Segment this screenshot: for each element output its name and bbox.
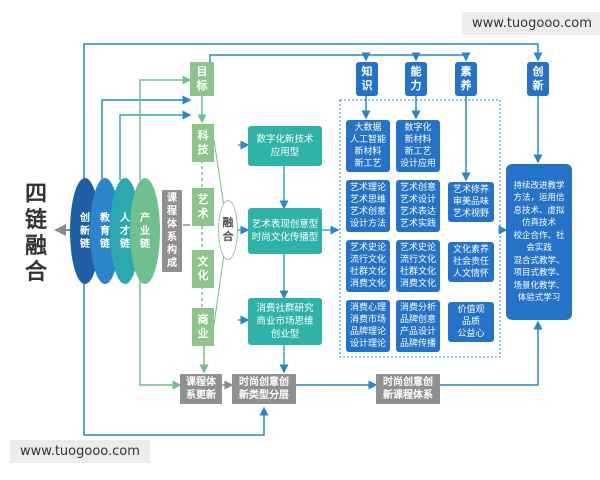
- watermark-top: www.tuogooo.com: [462, 12, 600, 35]
- course-system-update: 课程体 系更新: [180, 374, 222, 404]
- grid-knowledge-culture: 艺术史论 流行文化 社群文化 消费文化: [346, 240, 390, 292]
- fusion-node: 融 合: [218, 200, 238, 260]
- grid-ability-business: 消费分析 品牌创意 产品设计 品牌传播: [396, 300, 440, 352]
- grid-ability-tech: 数字化 新材料 新工艺 设计应用: [396, 120, 440, 172]
- grid-literacy-business: 价值观 品质 公益心: [448, 302, 494, 342]
- grid-literacy-art: 艺术修养 审美品味 艺术视野: [448, 182, 494, 222]
- header-literacy: 素 养: [455, 62, 477, 96]
- innovation-type-layering: 时尚创意创 新类型分层: [232, 374, 296, 404]
- subject-business: 商 业: [192, 308, 214, 346]
- subject-art: 艺 术: [192, 188, 214, 226]
- watermark-bottom: www.tuogooo.com: [10, 440, 150, 463]
- grid-knowledge-art: 艺术理论 艺术思维 艺术创意 设计方法: [346, 180, 390, 232]
- goal-box: 目 标: [190, 62, 214, 96]
- chain-industry: 产 业 链: [130, 178, 160, 284]
- innovation-methods-panel: 持续改进教学 方法，运用信 息技术、虚拟 仿真技术 校企合作、社 会实践 混合式…: [506, 164, 572, 320]
- grid-literacy-culture: 文化素养 社会责任 人文情怀: [448, 242, 494, 282]
- type-consumer-business: 消费社群研究 商业市场思维 创业型: [248, 298, 322, 345]
- grid-ability-art: 艺术创意 艺术设计 艺术表达 艺术实践: [396, 180, 440, 232]
- innovation-course-system: 时尚创意创 新课程体系: [376, 374, 440, 404]
- type-digital-tech: 数字化新技术 应用型: [248, 126, 322, 166]
- header-innovation: 创 新: [527, 62, 549, 96]
- grid-knowledge-business: 消费心理 消费市场 品牌理论 设计理论: [346, 300, 390, 352]
- grid-knowledge-tech: 大数据 人工智能 新材料 新工艺: [346, 120, 390, 172]
- grid-ability-culture: 艺术史论 流行文化 社群文化 消费文化: [396, 240, 440, 292]
- subject-culture: 文 化: [192, 250, 214, 288]
- header-knowledge: 知 识: [356, 62, 378, 96]
- type-art-expression: 艺术表现创意型 时尚文化传播型: [248, 208, 322, 254]
- four-chain-fusion-title: 四 链 融 合: [24, 182, 47, 285]
- subject-technology: 科 技: [192, 124, 214, 162]
- header-ability: 能 力: [405, 62, 427, 96]
- course-system-composition: 课 程 体 系 构 成: [162, 190, 182, 272]
